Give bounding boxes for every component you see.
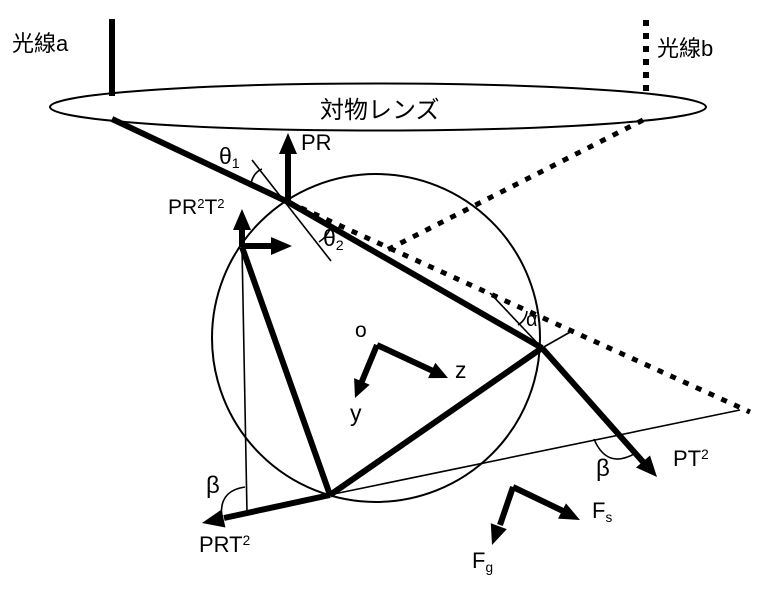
theta2-label: θ2 xyxy=(323,225,344,254)
fg-arrow xyxy=(490,486,516,545)
internal-ray-bc-line xyxy=(328,345,544,498)
axis-origin-label: o xyxy=(355,319,367,342)
bc-backward-extension-line xyxy=(541,330,573,349)
ray-b-converging-dotted-line xyxy=(385,117,645,253)
internal-ray-cd-line xyxy=(239,245,333,497)
substrate-guide-line xyxy=(328,409,741,496)
ray-a-undeviated-dotted-line xyxy=(286,199,752,415)
pt2-label: PT2 xyxy=(673,446,709,471)
axis-y-label: y xyxy=(350,400,362,426)
z-axis-arrow xyxy=(375,342,448,379)
y-axis-arrow xyxy=(354,343,380,398)
fs-arrow xyxy=(511,484,580,520)
pr2t2-horizontal-arrow xyxy=(242,237,292,255)
prt2-arrow xyxy=(202,492,331,528)
beta-right-arc xyxy=(593,438,637,460)
pr-label: PR xyxy=(301,130,332,155)
fg-label: Fg xyxy=(472,548,494,575)
pr-arrow xyxy=(279,133,297,202)
prt2-label: PRT2 xyxy=(199,532,251,557)
pt2-arrow xyxy=(539,346,657,477)
axis-z-label: z xyxy=(455,357,467,383)
theta1-arc xyxy=(250,168,263,184)
alpha-arc xyxy=(517,310,528,326)
ray-a-lens-to-sphere-line xyxy=(110,116,290,205)
beta-right-label: β xyxy=(596,455,610,482)
pr2t2-label: PR2T2 xyxy=(168,195,225,219)
beta-left-label: β xyxy=(206,472,220,499)
ray-a-label: 光線a xyxy=(12,31,69,56)
theta1-label: θ1 xyxy=(219,143,240,172)
sphere-circle xyxy=(211,173,541,503)
alpha-label: α xyxy=(526,309,538,331)
internal-ray-ab-line xyxy=(286,199,544,351)
objective-lens-ellipse xyxy=(49,82,707,132)
vertical-guide-line xyxy=(241,246,248,514)
pr2t2-up-arrow xyxy=(233,209,251,247)
pt2-backward-extension-line xyxy=(489,292,543,349)
fs-label: Fs xyxy=(592,498,613,525)
normal-line-at-a xyxy=(251,159,332,262)
objective-lens-label: 対物レンズ xyxy=(320,97,440,124)
ray-b-label: 光線b xyxy=(657,36,714,61)
